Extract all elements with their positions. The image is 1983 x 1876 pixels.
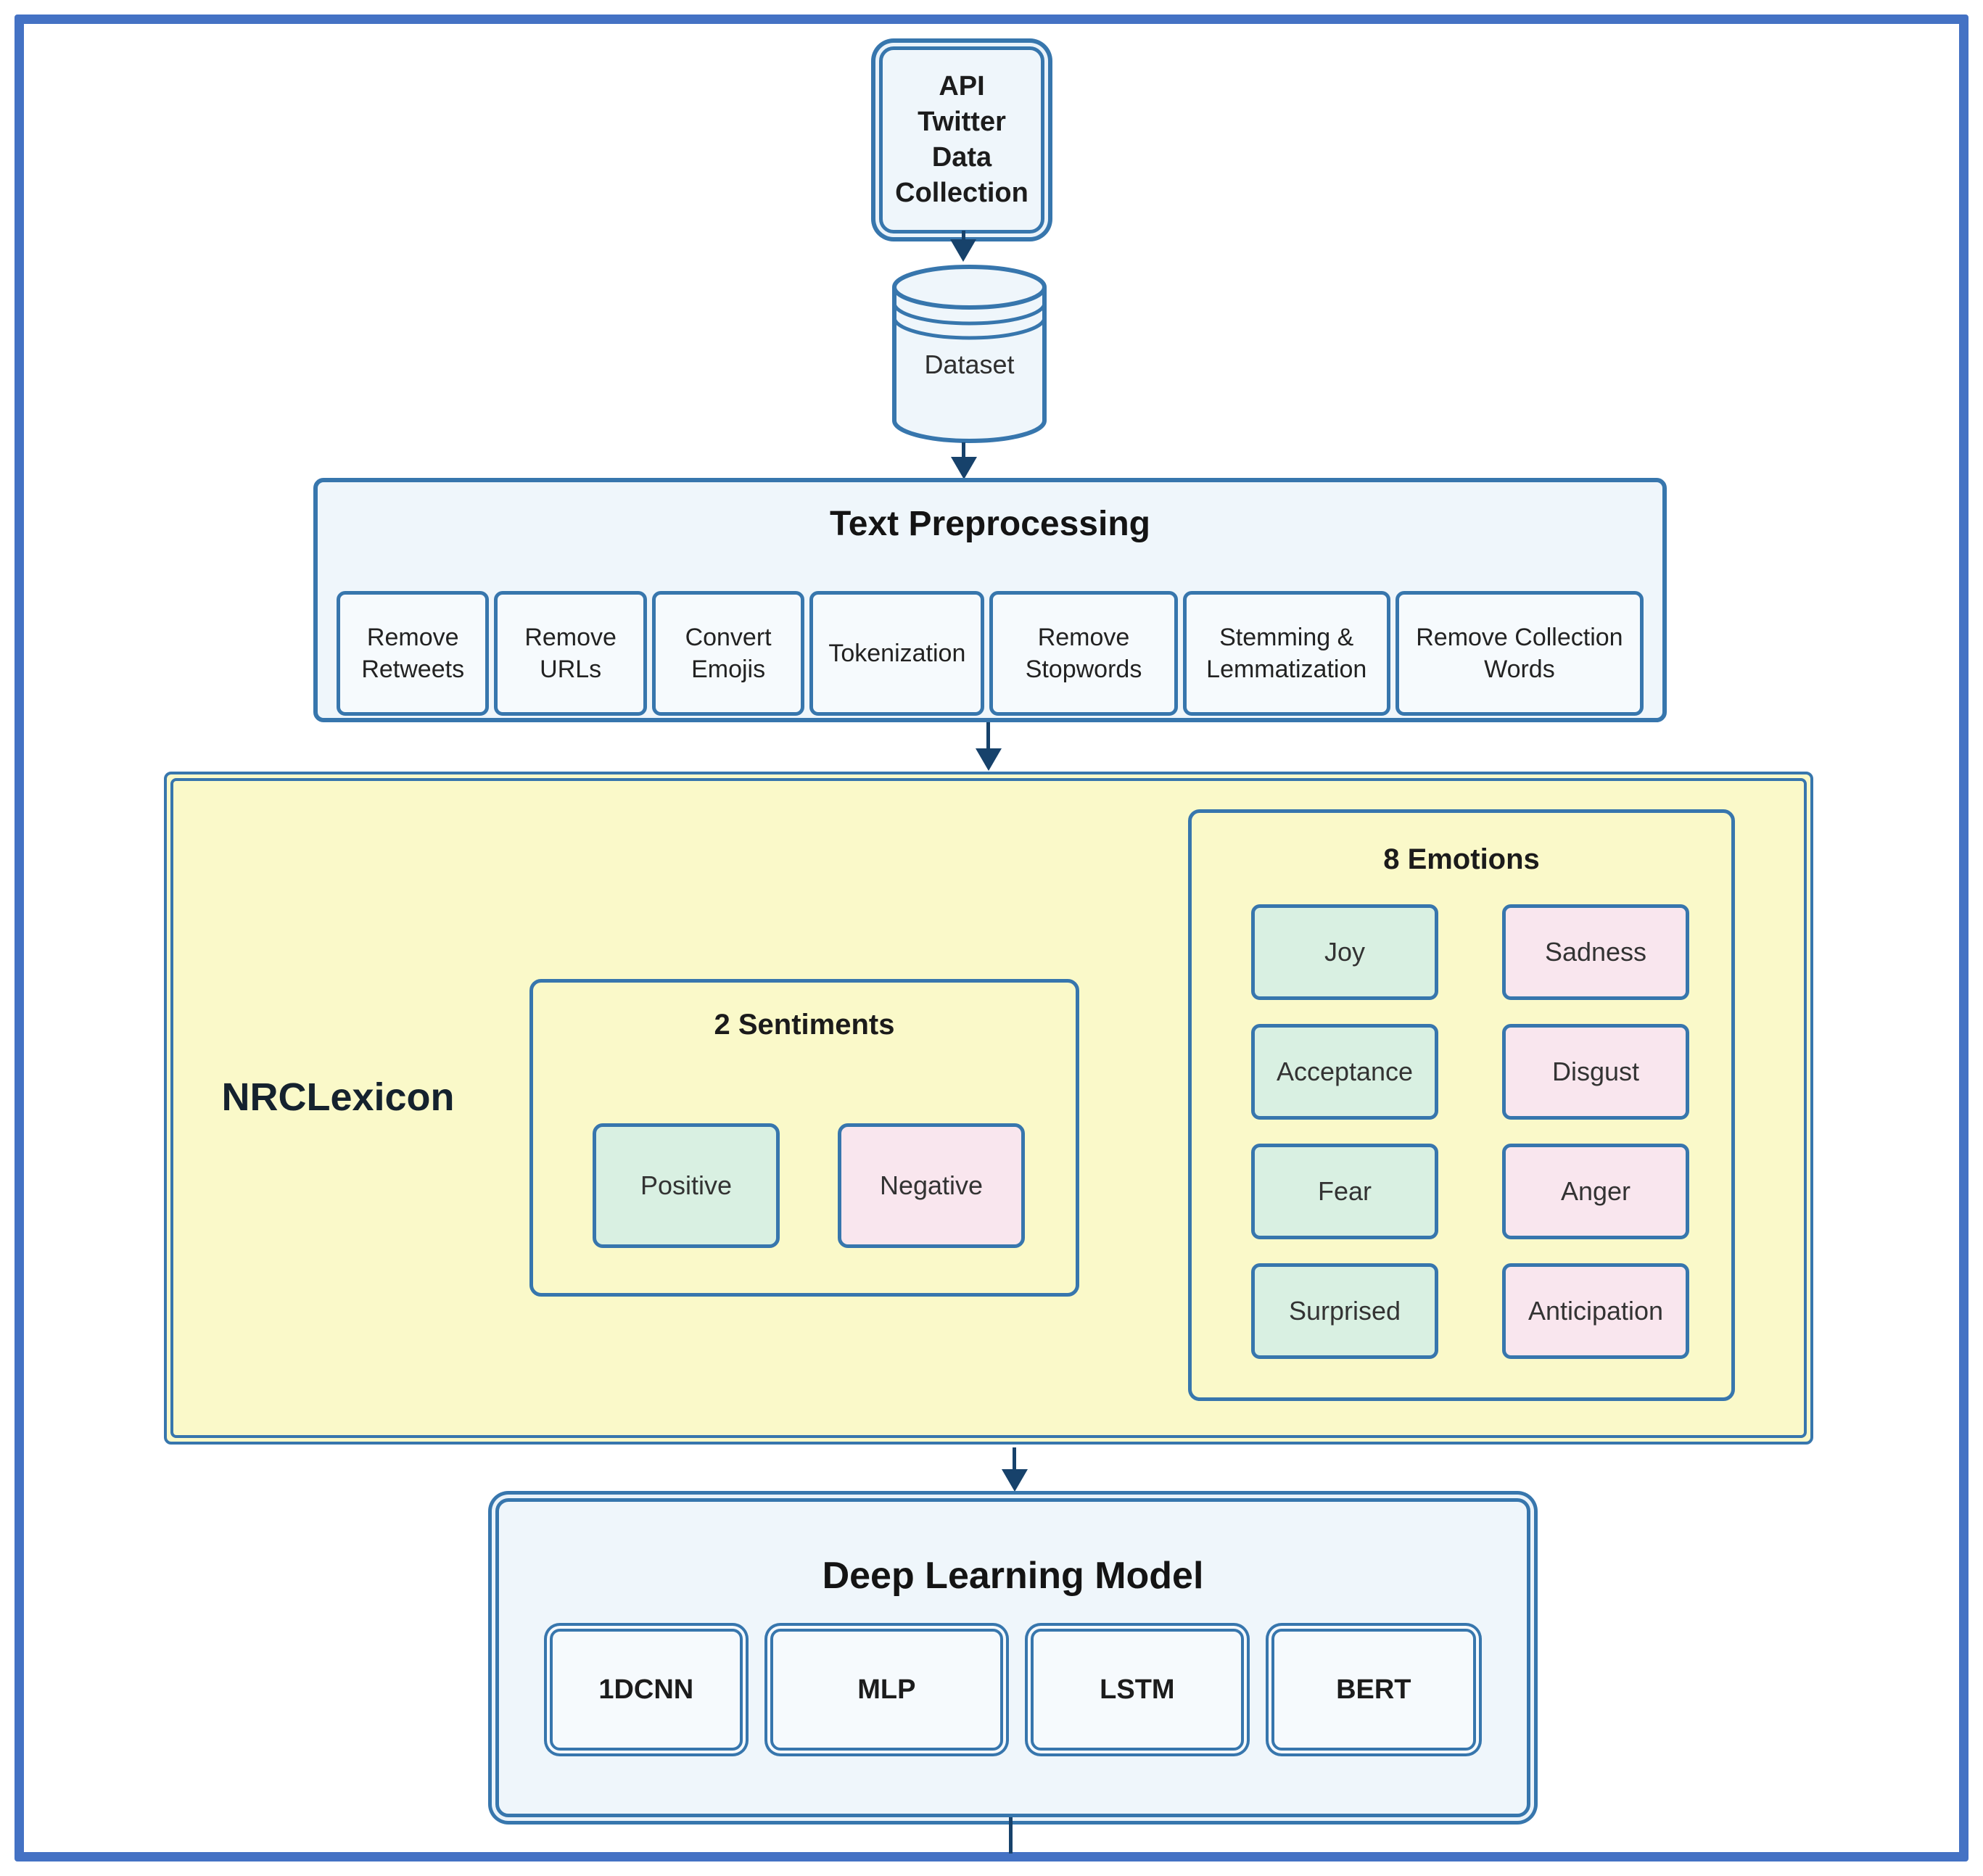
step-convert-emojis: Convert Emojis <box>651 591 805 716</box>
group-2-sentiments: 2 Sentiments Positive Negative <box>529 979 1079 1297</box>
sentiments-row: Positive Negative <box>593 1123 1025 1248</box>
emotions-grid: Joy Sadness Acceptance Disgust Fear Ange… <box>1251 904 1689 1359</box>
nrclexicon-inner-border <box>170 778 1807 1438</box>
step-tokenization: Tokenization <box>809 591 985 716</box>
node-deep-learning-model: Deep Learning Model 1DCNN MLP LSTM BERT <box>495 1498 1530 1817</box>
model-bert: BERT <box>1271 1629 1476 1751</box>
outer-frame <box>15 15 1968 1861</box>
emotion-sadness: Sadness <box>1502 904 1689 1000</box>
arrow-model-output-line <box>1009 1817 1013 1854</box>
node-api-twitter-data-collection: API Twitter Data Collection <box>879 46 1044 234</box>
nrclexicon-label: NRCLexicon <box>221 1075 455 1119</box>
node-text-preprocessing: Text Preprocessing Remove Retweets Remov… <box>313 478 1667 722</box>
sentiment-negative: Negative <box>838 1123 1025 1248</box>
step-remove-urls: Remove URLs <box>494 591 647 716</box>
api-node-label: API Twitter Data Collection <box>895 71 1028 208</box>
model-1dcnn: 1DCNN <box>550 1629 743 1751</box>
step-remove-stopwords: Remove Stopwords <box>989 591 1178 716</box>
dataset-label: Dataset <box>924 350 1015 379</box>
step-remove-collection-words: Remove Collection Words <box>1395 591 1644 716</box>
emotion-acceptance: Acceptance <box>1251 1024 1438 1120</box>
sentiment-positive: Positive <box>593 1123 780 1248</box>
emotion-fear: Fear <box>1251 1144 1438 1239</box>
sentiments-title: 2 Sentiments <box>714 1009 895 1041</box>
arrow-dataset-to-preprocessing-head <box>951 457 977 479</box>
group-8-emotions: 8 Emotions Joy Sadness Acceptance Disgus… <box>1188 809 1735 1401</box>
emotion-disgust: Disgust <box>1502 1024 1689 1120</box>
text-preprocessing-title: Text Preprocessing <box>830 505 1150 543</box>
deep-learning-title: Deep Learning Model <box>822 1555 1204 1597</box>
step-stemming-lemmatization: Stemming & Lemmatization <box>1182 591 1390 716</box>
dataset-cylinder-icon <box>892 265 1047 443</box>
arrow-api-to-dataset-line <box>962 231 965 242</box>
arrow-preprocessing-to-nrclexicon-head <box>976 748 1002 771</box>
emotion-anger: Anger <box>1502 1144 1689 1239</box>
model-lstm: LSTM <box>1031 1629 1244 1751</box>
emotion-anticipation: Anticipation <box>1502 1263 1689 1359</box>
preprocessing-steps-row: Remove Retweets Remove URLs Convert Emoj… <box>337 591 1644 716</box>
arrow-dataset-to-preprocessing-line <box>962 442 965 460</box>
emotions-title: 8 Emotions <box>1383 843 1540 875</box>
step-remove-retweets: Remove Retweets <box>337 591 490 716</box>
arrow-nrclexicon-to-model-head <box>1002 1469 1028 1492</box>
arrow-preprocessing-to-nrclexicon-line <box>986 722 990 753</box>
emotion-surprised: Surprised <box>1251 1263 1438 1359</box>
arrow-api-to-dataset-head <box>950 239 976 262</box>
arrow-nrclexicon-to-model-line <box>1013 1447 1016 1474</box>
models-row: 1DCNN MLP LSTM BERT <box>550 1629 1476 1751</box>
model-mlp: MLP <box>770 1629 1004 1751</box>
emotion-joy: Joy <box>1251 904 1438 1000</box>
